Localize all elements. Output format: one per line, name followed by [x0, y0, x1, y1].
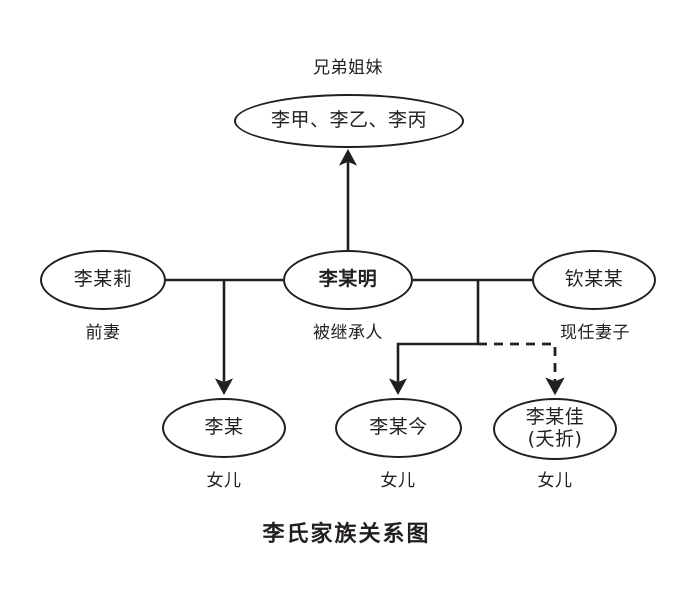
- node-daughter-2[interactable]: 李某今: [335, 398, 462, 458]
- node-siblings-label: 李甲、李乙、李丙: [270, 109, 427, 132]
- node-daughter-1-label: 李某: [204, 416, 244, 439]
- caption-ex-wife: 前妻: [85, 323, 121, 343]
- node-daughter-3-label: 李某佳 (夭折): [525, 406, 585, 450]
- edge-marriage-to-child3: [478, 342, 565, 396]
- node-daughter-2-label: 李某今: [369, 416, 428, 439]
- diagram-title: 李氏家族关系图: [262, 522, 431, 547]
- caption-daughter-1: 女儿: [206, 471, 242, 491]
- node-daughter-3[interactable]: 李某佳 (夭折): [493, 398, 617, 460]
- node-decedent-label: 李某明: [318, 268, 378, 291]
- edge-marriage-to-child2: [388, 342, 478, 396]
- node-decedent[interactable]: 李某明: [283, 250, 413, 310]
- node-ex-wife[interactable]: 李某莉: [40, 250, 166, 310]
- caption-siblings: 兄弟姐妹: [313, 58, 383, 78]
- caption-daughter-2: 女儿: [380, 471, 416, 491]
- node-current-wife[interactable]: 钦某某: [532, 250, 656, 310]
- node-daughter-1[interactable]: 李某: [162, 398, 286, 458]
- caption-daughter-3: 女儿: [537, 471, 573, 491]
- caption-decedent: 被继承人: [313, 323, 383, 343]
- caption-current-wife: 现任妻子: [560, 323, 630, 343]
- node-ex-wife-label: 李某莉: [73, 268, 133, 291]
- node-siblings[interactable]: 李甲、李乙、李丙: [234, 94, 464, 148]
- node-current-wife-label: 钦某某: [564, 268, 624, 291]
